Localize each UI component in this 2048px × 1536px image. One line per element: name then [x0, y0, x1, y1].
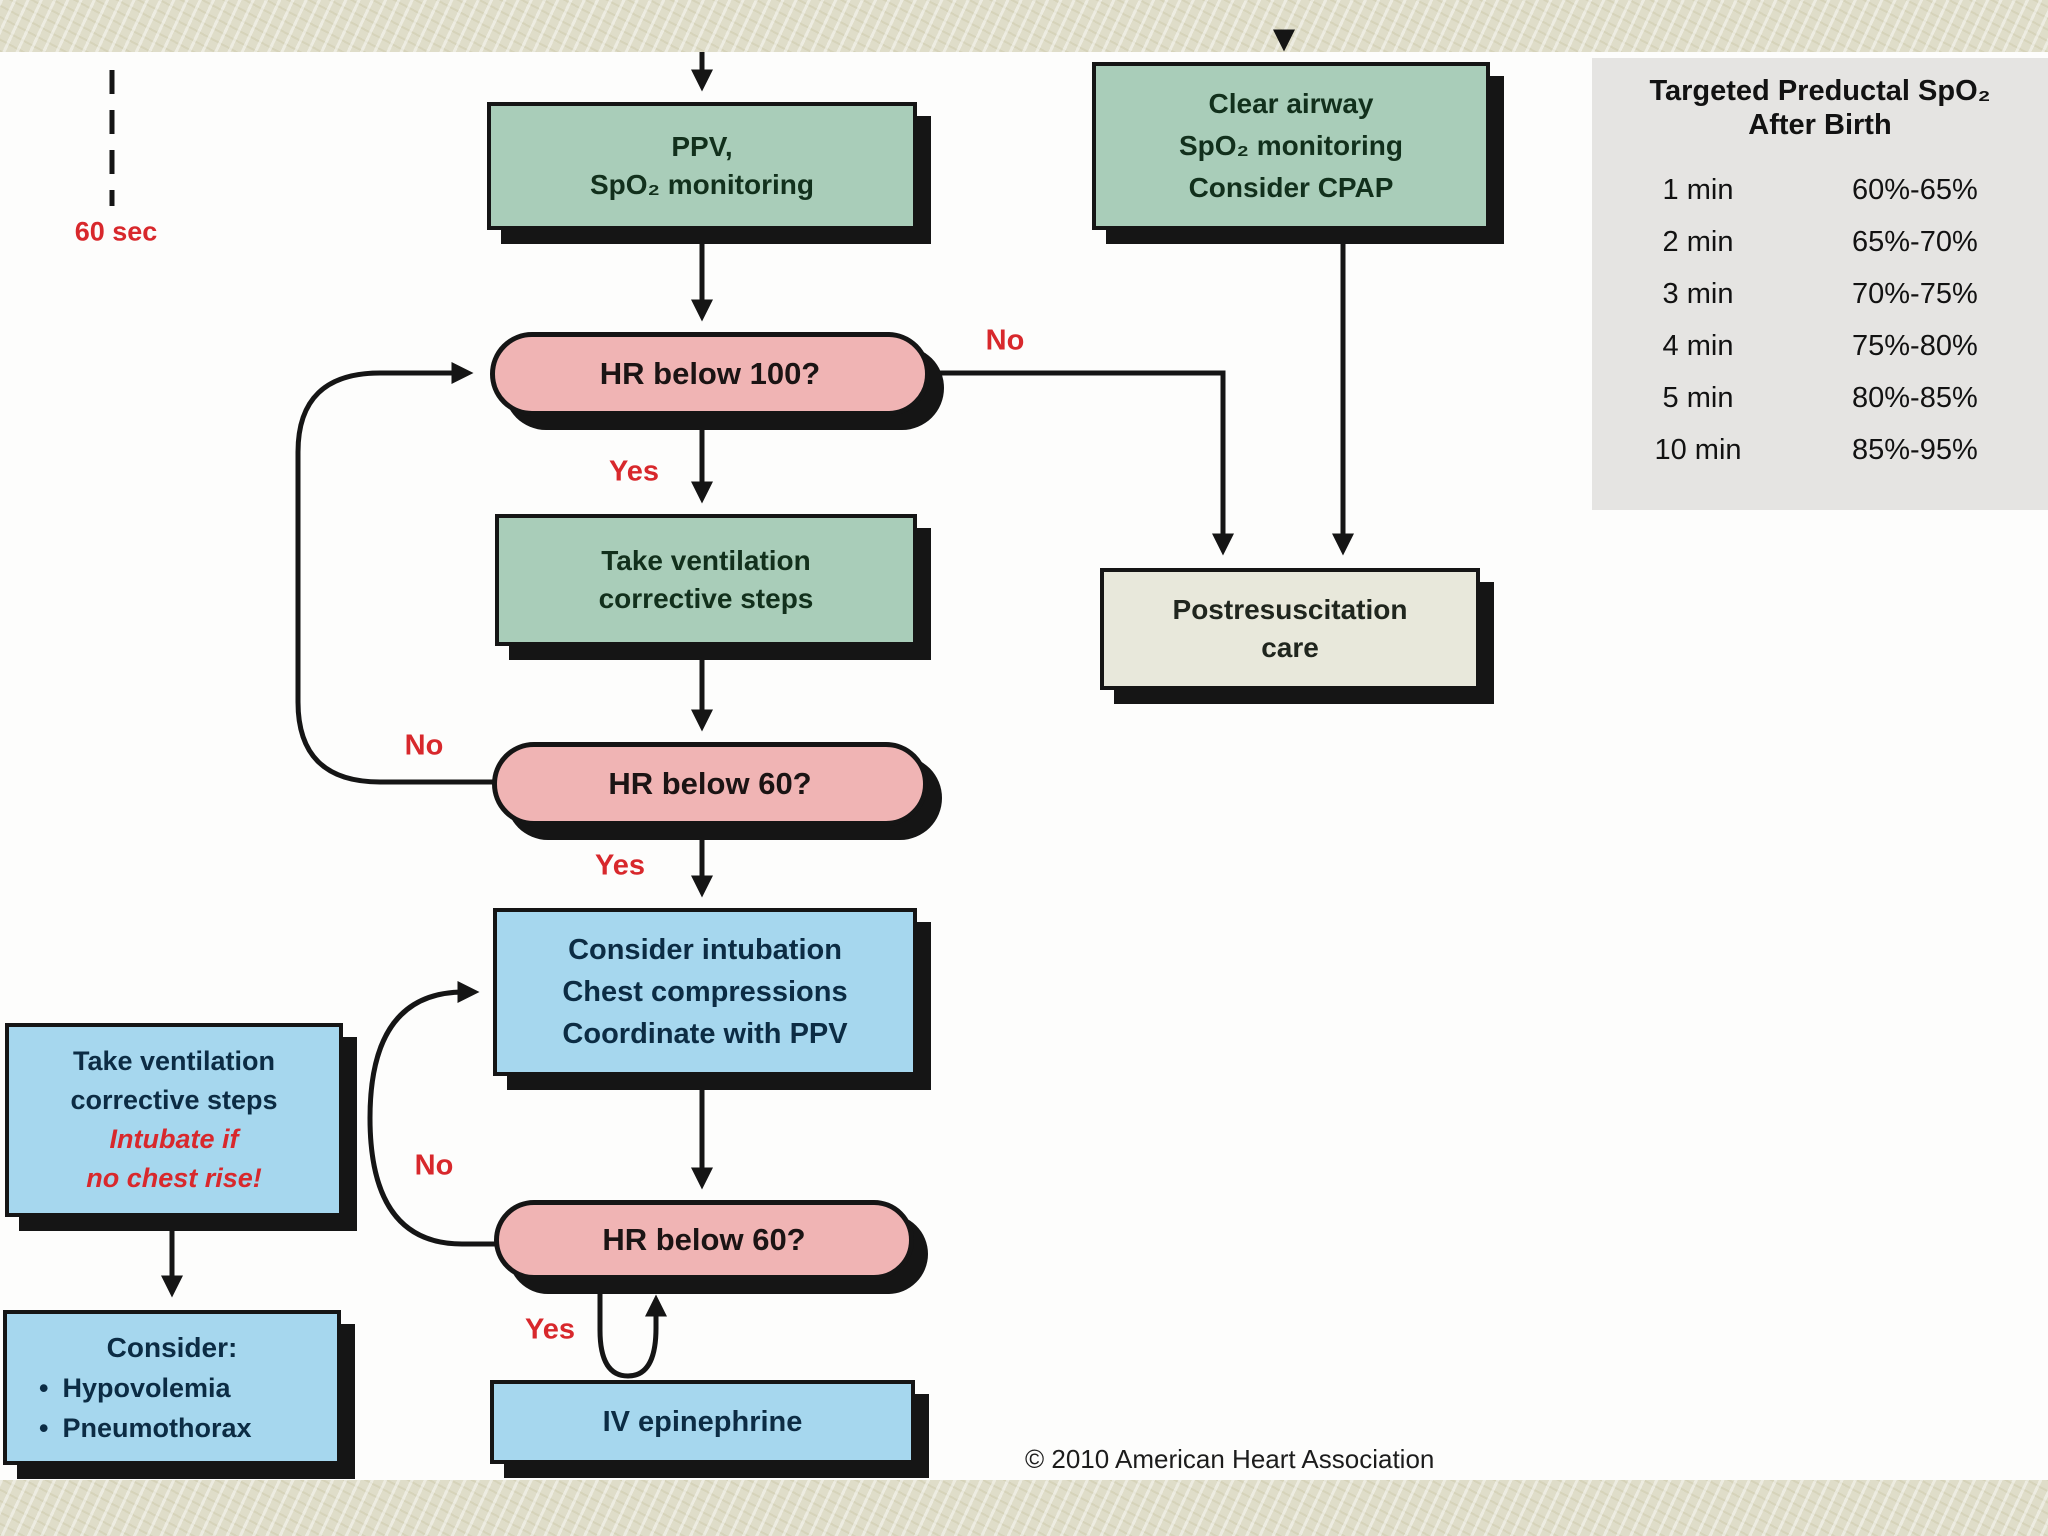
row-time: 2 min — [1662, 225, 1734, 258]
postres-line2: care — [1261, 632, 1319, 663]
clear-airway-line1: Clear airway — [1208, 88, 1374, 119]
hr100-label: HR below 100? — [599, 356, 821, 391]
timer-label: 60 sec — [74, 216, 158, 247]
ppv-box: PPV, SpO₂ monitoring — [487, 102, 917, 230]
table-row: 1 min 60%-65% — [1592, 164, 2048, 216]
clear-airway-line2: SpO₂ monitoring — [1179, 130, 1403, 161]
arrow-hr60b-yes-epinephrine-loop — [597, 1284, 668, 1379]
consider-item-label: Pneumothorax — [62, 1412, 252, 1443]
row-time: 5 min — [1662, 381, 1734, 414]
side-vent-line4: no chest rise! — [86, 1163, 262, 1193]
row-range: 65%-70% — [1852, 225, 1978, 258]
row-time: 3 min — [1662, 277, 1734, 310]
consider-item-label: Hypovolemia — [62, 1372, 231, 1403]
row-range: 70%-75% — [1852, 277, 1978, 310]
decision-label-no-hr60a: No — [404, 729, 444, 762]
decision-label-yes-hr60b: Yes — [525, 1313, 575, 1346]
clear-airway-box: Clear airway SpO₂ monitoring Consider CP… — [1092, 62, 1490, 230]
decision-label-yes-hr100: Yes — [609, 455, 659, 488]
bottom-beige-band — [0, 1480, 2048, 1536]
arrow-hr60a-no-loop-to-hr100 — [295, 361, 494, 785]
ppv-line1: PPV, — [671, 131, 733, 162]
row-time: 10 min — [1654, 433, 1742, 466]
arrow-hr100-no-to-postres — [934, 370, 1235, 556]
table-row: 10 min 85%-95% — [1592, 424, 2048, 476]
decision-label-no-hr100: No — [985, 324, 1025, 357]
arrow-hr60b-no-loop-to-compressions — [367, 980, 498, 1247]
compressions-line1: Consider intubation — [568, 934, 842, 966]
row-time: 4 min — [1662, 329, 1734, 362]
decision-label-no-hr60b: No — [414, 1149, 454, 1182]
hr-below-60-decision-1: HR below 60? — [492, 742, 928, 826]
consider-item-hypovolemia: • Hypovolemia — [7, 1368, 337, 1408]
hr-below-60-decision-2: HR below 60? — [494, 1200, 914, 1280]
row-range: 60%-65% — [1852, 173, 1978, 206]
postres-line1: Postresuscitation — [1172, 594, 1408, 625]
vent-line2: corrective steps — [598, 583, 814, 614]
decision-label-yes-hr60a: Yes — [595, 849, 645, 882]
table-row: 4 min 75%-80% — [1592, 320, 2048, 372]
table-row: 2 min 65%-70% — [1592, 216, 2048, 268]
table-row: 3 min 70%-75% — [1592, 268, 2048, 320]
ventilation-corrective-box: Take ventilation corrective steps — [495, 514, 917, 646]
top-beige-band — [0, 0, 2048, 52]
consider-causes-box: Consider: • Hypovolemia • Pneumothorax — [3, 1310, 341, 1465]
spo2-table-title-line1: Targeted Preductal SpO₂ — [1649, 75, 1991, 107]
epi-label: IV epinephrine — [602, 1406, 803, 1438]
spo2-table-rows: 1 min 60%-65% 2 min 65%-70% 3 min 70%-75… — [1592, 164, 2048, 476]
side-vent-line3: Intubate if — [109, 1124, 239, 1154]
row-range: 85%-95% — [1852, 433, 1978, 466]
hr60b-label: HR below 60? — [602, 1222, 806, 1257]
hr60a-label: HR below 60? — [608, 766, 812, 801]
bullet-icon: • — [39, 1372, 49, 1403]
spo2-table-title: Targeted Preductal SpO₂ After Birth — [1592, 58, 2048, 142]
hr-below-100-decision: HR below 100? — [490, 332, 930, 416]
bullet-icon: • — [39, 1412, 49, 1443]
copyright-text: © 2010 American Heart Association — [1025, 1444, 1435, 1474]
side-vent-line2: corrective steps — [70, 1085, 278, 1115]
compressions-line2: Chest compressions — [562, 976, 848, 1008]
row-time: 1 min — [1662, 173, 1734, 206]
postresuscitation-care-box: Postresuscitation care — [1100, 568, 1480, 690]
ventilation-side-note-box: Take ventilation corrective steps Intuba… — [5, 1023, 343, 1217]
vent-line1: Take ventilation — [601, 545, 811, 576]
compressions-line3: Coordinate with PPV — [562, 1018, 848, 1050]
row-range: 75%-80% — [1852, 329, 1978, 362]
consider-title: Consider: — [106, 1331, 238, 1363]
row-range: 80%-85% — [1852, 381, 1978, 414]
consider-item-pneumothorax: • Pneumothorax — [7, 1408, 337, 1448]
spo2-table-title-line2: After Birth — [1748, 109, 1892, 141]
table-row: 5 min 80%-85% — [1592, 372, 2048, 424]
iv-epinephrine-box: IV epinephrine — [490, 1380, 915, 1464]
side-vent-line1: Take ventilation — [72, 1046, 276, 1076]
clear-airway-line3: Consider CPAP — [1188, 172, 1394, 203]
ppv-line2: SpO₂ monitoring — [590, 169, 814, 200]
chest-compressions-box: Consider intubation Chest compressions C… — [493, 908, 917, 1076]
spo2-target-table: Targeted Preductal SpO₂ After Birth 1 mi… — [1592, 58, 2048, 510]
